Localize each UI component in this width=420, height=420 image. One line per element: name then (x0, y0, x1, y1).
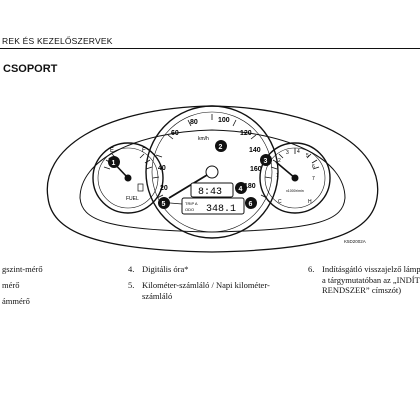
speedometer-inner (151, 111, 273, 233)
legend-item-4-number: 4. (128, 264, 135, 274)
fuel-e-label: E (110, 148, 114, 154)
speed-label-180: 180 (244, 183, 256, 190)
odometer-sub-top: TRIP A (185, 201, 198, 206)
legend-item-2: mérő (2, 280, 19, 291)
callout-3: 3 (260, 154, 272, 166)
right-gauge-ring (259, 142, 331, 214)
temp-h-label: H (308, 199, 312, 205)
legend-item-5-number: 5. (128, 280, 135, 290)
legend-item-6-text-cont: a tárgymutatóban az „INDÍT (322, 274, 420, 285)
callout-4: 4 (235, 182, 247, 194)
temp-c-label: C (278, 199, 282, 205)
tach-label-5: 5 (306, 153, 309, 159)
legend-item-6-text: Indításgátló visszajelző lámp (322, 264, 420, 274)
section-title: CSOPORT (3, 63, 58, 75)
svg-text:6: 6 (249, 201, 253, 208)
tach-label-4: 4 (297, 149, 300, 155)
legend-item-5: 5. Kilométer-számláló / Napi kilométer-sz… (128, 280, 270, 301)
clock-display (190, 182, 234, 198)
callout-5: 5 (158, 197, 170, 209)
speed-label-140: 140 (249, 147, 261, 154)
tach-label-7: 7 (312, 176, 315, 182)
speedometer-ticks (152, 114, 272, 199)
right-gauge-needle (275, 161, 296, 179)
fuel-f-label: F (142, 148, 146, 154)
legend-item-6-text-cont2: RENDSZER” címszót) (322, 285, 402, 295)
odometer-display (181, 197, 245, 215)
svg-text:3: 3 (264, 158, 268, 165)
tach-label-6: 6 (312, 164, 315, 170)
right-gauge-hub (291, 174, 299, 182)
legend-item-1-text: gszint-mérő (2, 264, 43, 274)
svg-text:4: 4 (239, 186, 243, 193)
speedometer-hub (205, 165, 219, 179)
legend-item-3-text: ámmérő (2, 296, 30, 306)
callout-2: 2 (215, 140, 227, 152)
svg-text:5: 5 (162, 201, 166, 208)
cluster-inner-bezel (79, 129, 346, 233)
tach-label-1: 1 (276, 173, 279, 179)
cluster-housing (46, 105, 379, 253)
speed-label-160: 160 (250, 166, 262, 173)
legend-item-1: gszint-mérő (2, 264, 43, 275)
tach-unit-label: x1000r/min (286, 189, 304, 193)
legend-item-6-number: 6. (308, 264, 315, 274)
header-divider (0, 48, 420, 49)
chapter-header: REK ÉS KEZELŐSZERVEK (2, 36, 113, 46)
legend-item-5-text: Kilométer-számláló / Napi kilométer- (142, 280, 270, 290)
legend-item-3: ámmérő (2, 296, 30, 307)
tach-label-2: 2 (278, 158, 281, 164)
clock-display-text: 8:43 (198, 187, 222, 198)
figure-code: K5D2002A (344, 239, 366, 244)
svg-text:2: 2 (219, 144, 223, 151)
legend-item-4-text: Digitális óra* (142, 264, 189, 274)
speed-unit-label: km/h (198, 136, 209, 142)
callout-6: 6 (245, 197, 257, 209)
speed-label-80: 80 (190, 119, 198, 126)
odometer-display-text: 348.1 (206, 204, 236, 215)
tach-label-3: 3 (286, 150, 289, 156)
speed-label-20: 20 (160, 185, 168, 192)
speed-label-60: 60 (171, 130, 179, 137)
left-gauge-inner (97, 147, 159, 209)
odometer-sub-bottom: ODO (185, 207, 194, 212)
callout-1: 1 (108, 156, 120, 168)
speed-label-100: 100 (218, 117, 230, 124)
svg-text:1: 1 (112, 160, 116, 167)
speedometer-ring (145, 105, 279, 239)
callout-5-leader (169, 202, 183, 205)
fuel-icon (137, 183, 144, 192)
left-gauge-hub (124, 174, 132, 182)
legend-item-4: 4. Digitális óra* (128, 264, 189, 275)
instrument-cluster-figure: E F FUEL 20 40 60 80 100 120 140 160 180… (46, 105, 379, 253)
speed-label-40: 40 (158, 165, 166, 172)
legend-item-5-text-cont: számláló (142, 290, 173, 301)
legend-item-2-text: mérő (2, 280, 20, 290)
fuel-label: FUEL (126, 196, 139, 202)
speed-label-120: 120 (240, 130, 252, 137)
left-gauge-ring (92, 142, 164, 214)
